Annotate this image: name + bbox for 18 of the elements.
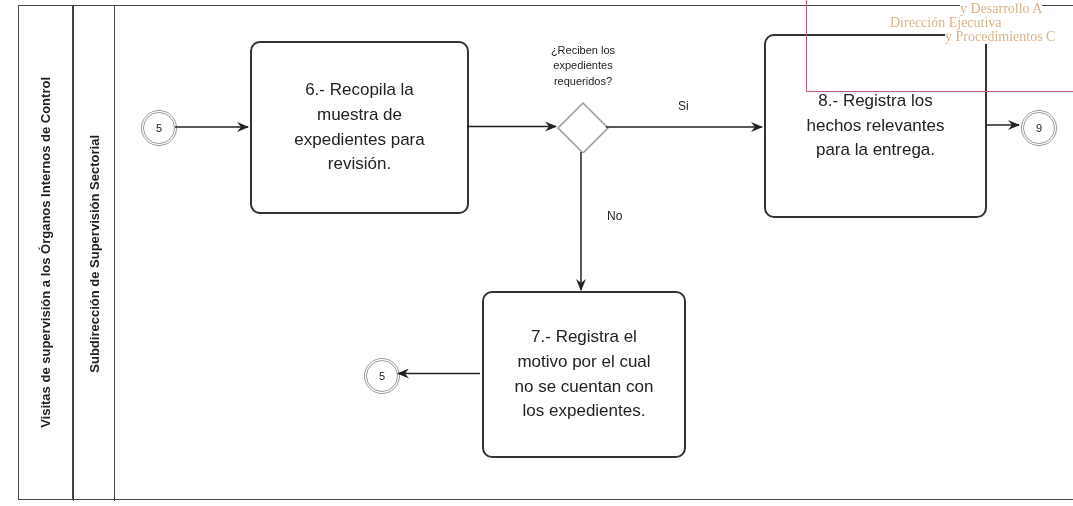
process-box: 7.- Registra el motivo por el cual no se cuentan con los expedientes. (482, 291, 686, 458)
edge-label: Si (676, 99, 691, 113)
stamp-text: y Procedimientos C (945, 30, 1056, 44)
arrow (576, 151, 586, 291)
edge-label: No (605, 209, 625, 223)
lane-title: Visitas de supervisión a los Órganos Internos de Control (38, 77, 53, 428)
arrow (174, 122, 249, 132)
connector-event-circle: 5 (141, 110, 177, 146)
decision-question: ¿Reciben los expedientes requeridos? (549, 43, 617, 89)
stamp-text: y Desarrollo A (960, 2, 1043, 16)
arrow (397, 368, 481, 379)
connector-event-circle: 9 (1021, 110, 1057, 146)
connector-event-circle: 5 (364, 358, 400, 394)
arrow (984, 120, 1020, 130)
lane-title: Subdirección de Supervisión Sectorial (86, 134, 102, 373)
arrow (466, 121, 557, 132)
process-box: 6.- Recopila la muestra de expedientes para revisión. (250, 41, 469, 214)
arrow (605, 122, 763, 132)
